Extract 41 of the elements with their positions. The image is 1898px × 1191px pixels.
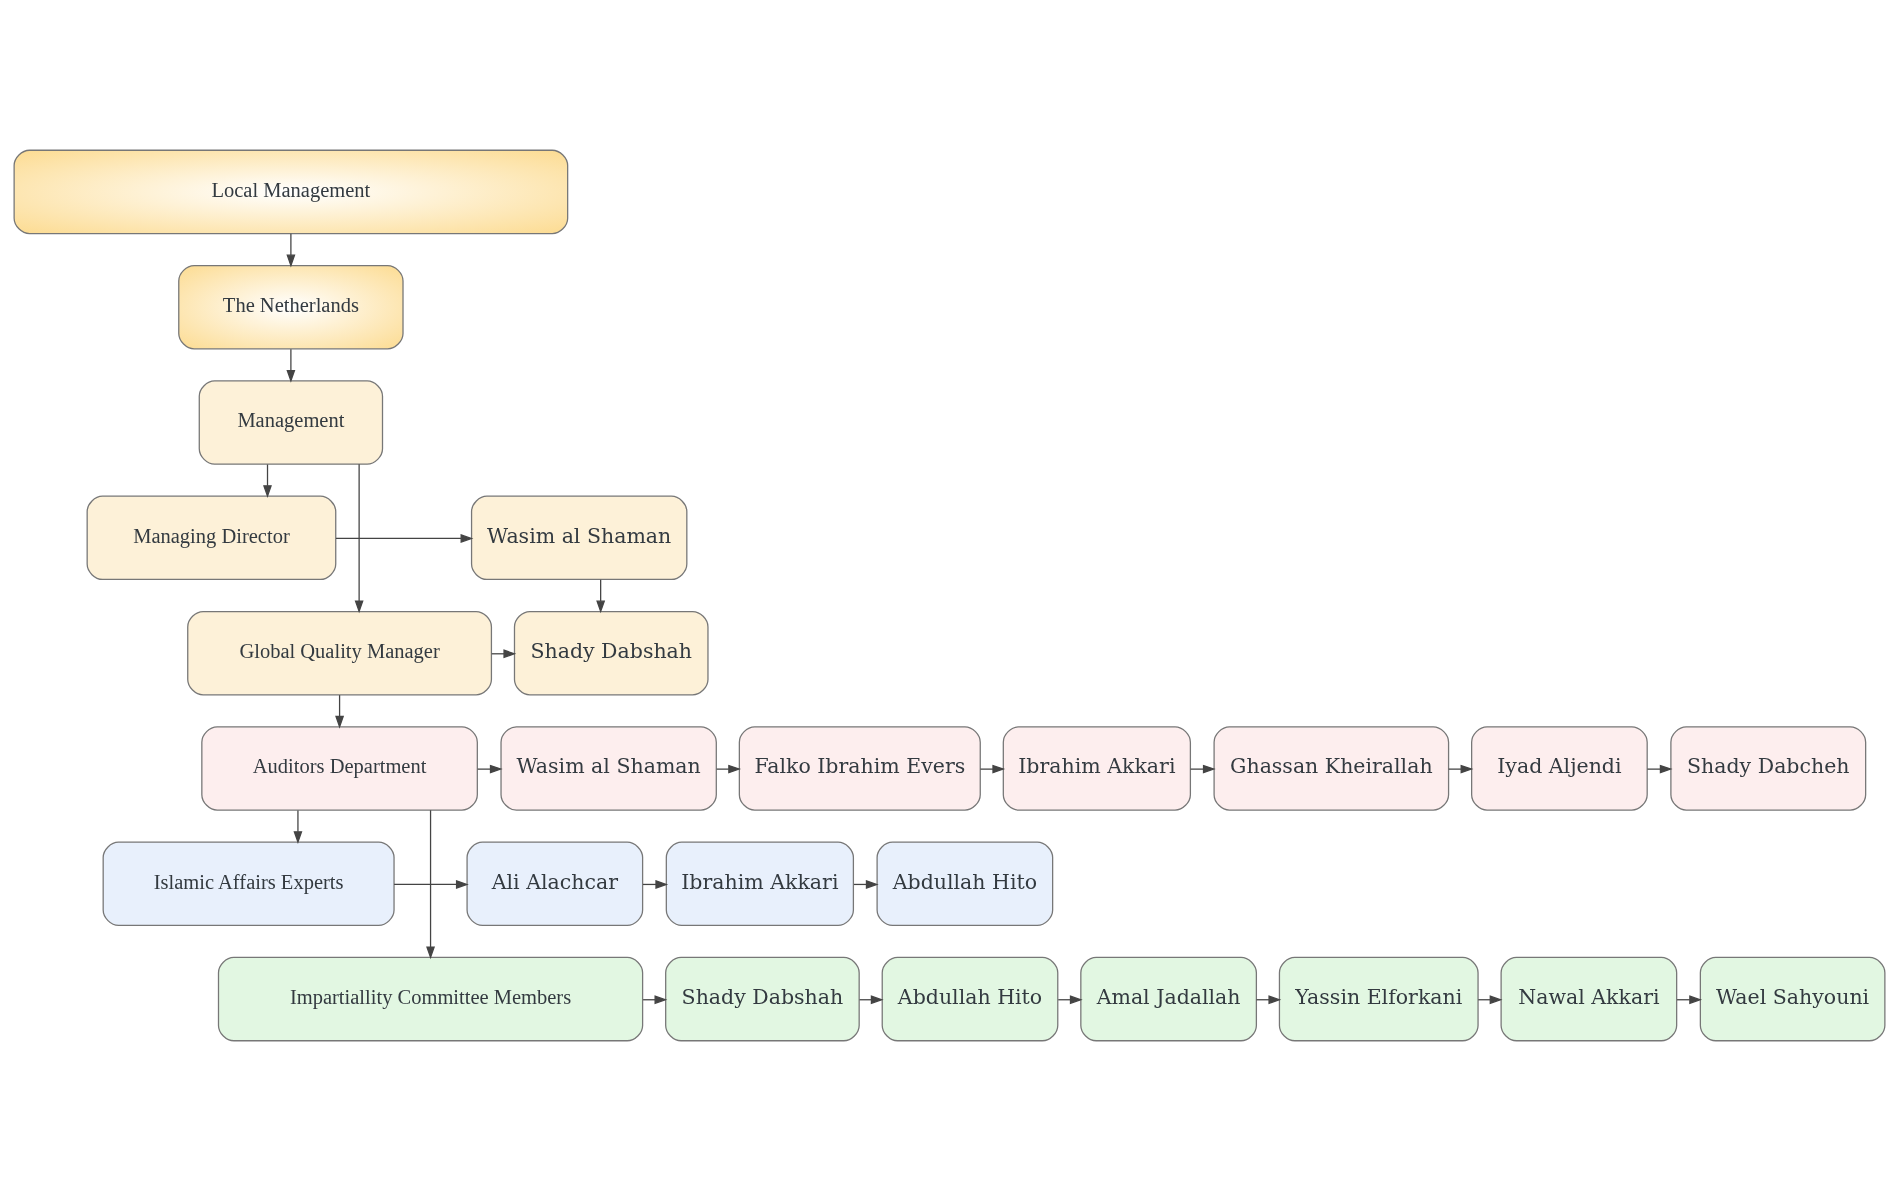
arrow xyxy=(1646,764,1673,774)
arrow xyxy=(595,579,605,614)
node-box: Shady Dabshah xyxy=(664,956,860,1042)
arrow xyxy=(392,879,469,889)
node-box: Wael Sahyouni xyxy=(1699,956,1885,1042)
arrow xyxy=(334,694,344,729)
node-box: Managing Director xyxy=(86,495,336,581)
node-box: Abdullah Hito xyxy=(875,841,1053,927)
arrow xyxy=(262,463,272,499)
node-box: Falko Ibrahim Evers xyxy=(738,726,981,811)
node-box: Iyad Aljendi xyxy=(1470,726,1648,811)
node-box: Abdullah Hito xyxy=(881,956,1058,1042)
arrow xyxy=(285,348,295,383)
arrow xyxy=(285,233,295,268)
node-box: Global Quality Manager xyxy=(186,610,492,696)
node-box: Local Management xyxy=(13,149,568,235)
arrow xyxy=(1447,764,1473,774)
node-box: Nawal Akkari xyxy=(1499,956,1677,1042)
arrow xyxy=(979,764,1005,774)
node-box: Impartiallity Committee Members xyxy=(217,956,643,1042)
arrow xyxy=(1189,764,1216,774)
arrow xyxy=(334,534,473,543)
arrow xyxy=(476,764,503,774)
node-box: Yassin Elforkani xyxy=(1278,956,1479,1042)
node-box: Amal Jadallah xyxy=(1079,956,1257,1042)
node-box: Ali Alachcar xyxy=(465,841,643,927)
arrow xyxy=(354,463,364,614)
arrow xyxy=(292,809,302,844)
node-box: Islamic Affairs Experts xyxy=(102,841,395,927)
arrow xyxy=(425,809,435,960)
node-box: Ibrahim Akkari xyxy=(665,841,854,927)
node-box: Wasim al Shaman xyxy=(470,495,687,581)
node-box: Management xyxy=(198,380,383,465)
node-box: Shady Dabshah xyxy=(513,610,709,696)
arrow xyxy=(715,764,741,774)
node-box: Auditors Department xyxy=(200,726,478,811)
node-box: Ibrahim Akkari xyxy=(1002,726,1191,811)
node-box: Shady Dabcheh xyxy=(1669,726,1866,811)
node-box: The Netherlands xyxy=(177,264,404,350)
node-box: Ghassan Kheirallah xyxy=(1212,726,1449,811)
node-box: Wasim al Shaman xyxy=(499,726,717,811)
